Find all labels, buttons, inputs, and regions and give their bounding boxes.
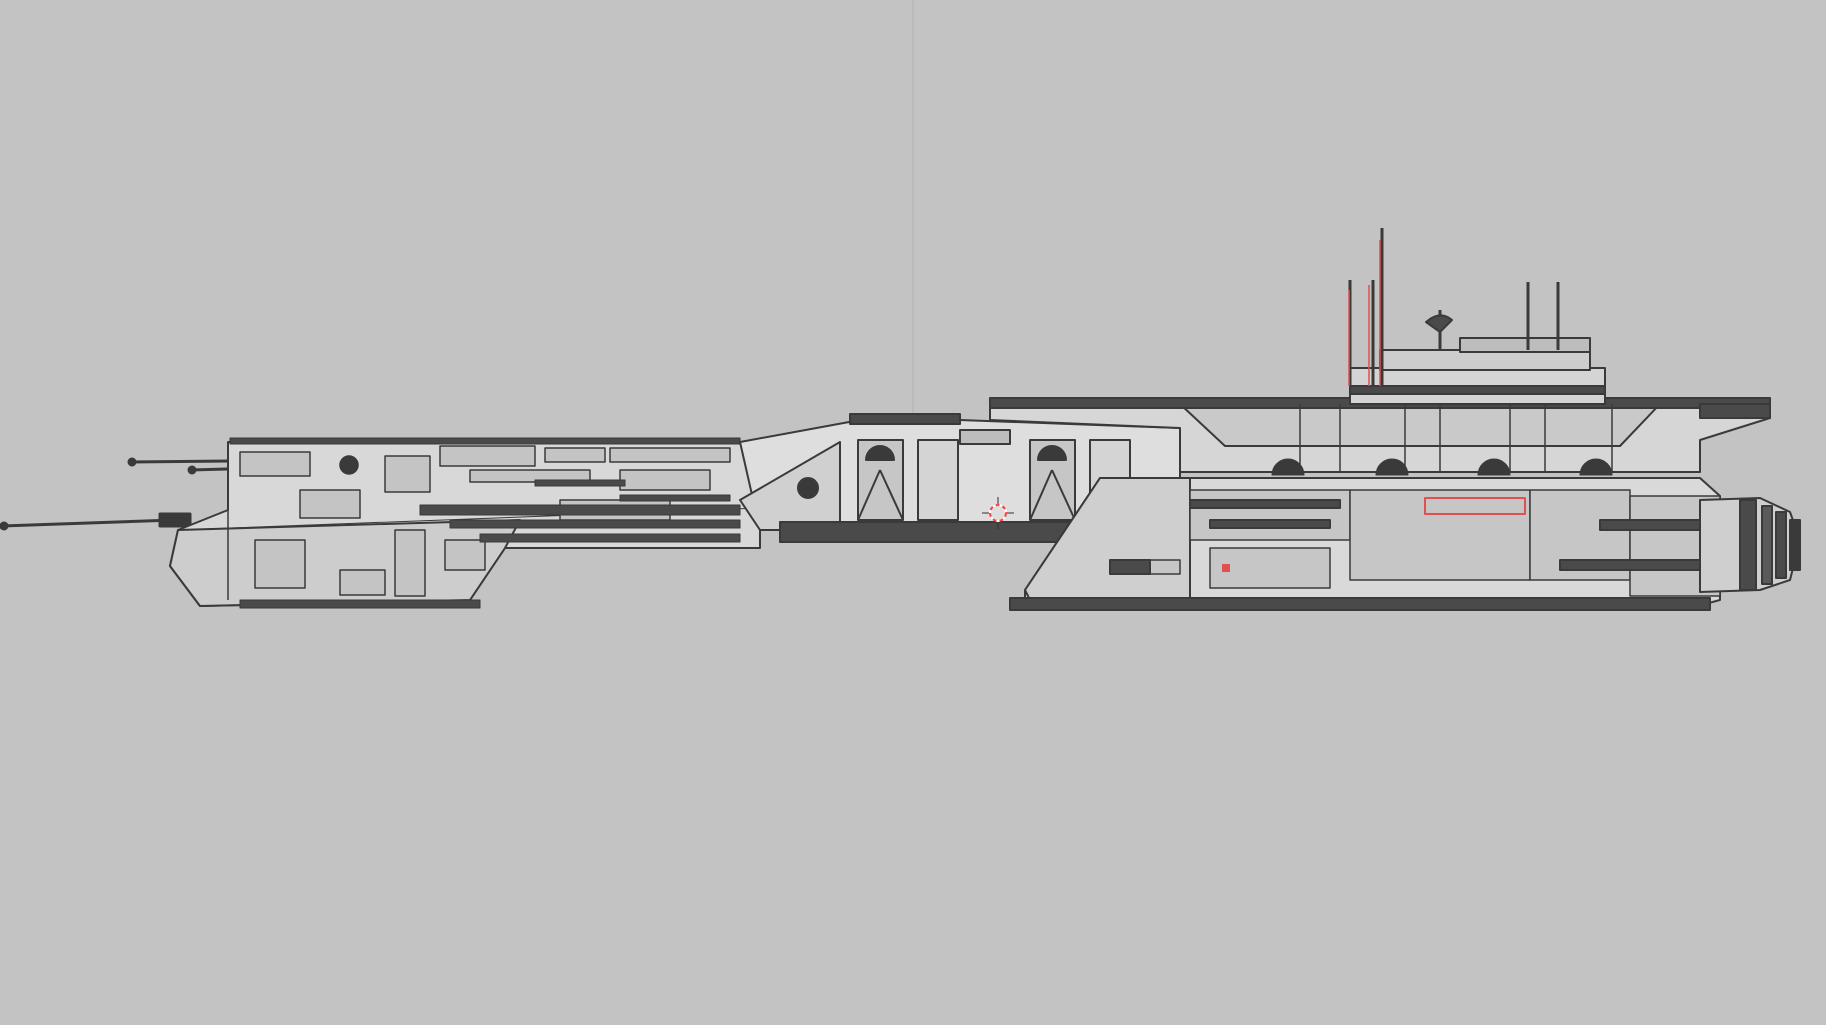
- bridge-tower: [1349, 337, 1606, 405]
- upper-deck-pillars: [1299, 404, 1613, 472]
- stern-dark-greebles: [1009, 499, 1711, 611]
- engine-nozzle: [1699, 497, 1801, 593]
- upper-deck-inset: [1179, 403, 1661, 447]
- radar-dish: [1425, 314, 1453, 333]
- ship-model[interactable]: [0, 228, 1801, 611]
- selected-masts: [1348, 240, 1381, 386]
- selected-panel: [1424, 497, 1526, 515]
- bow-dark-greebles: [229, 437, 741, 609]
- 3d-cursor-icon[interactable]: [982, 497, 1014, 529]
- upper-hangar-arches: [1271, 458, 1613, 476]
